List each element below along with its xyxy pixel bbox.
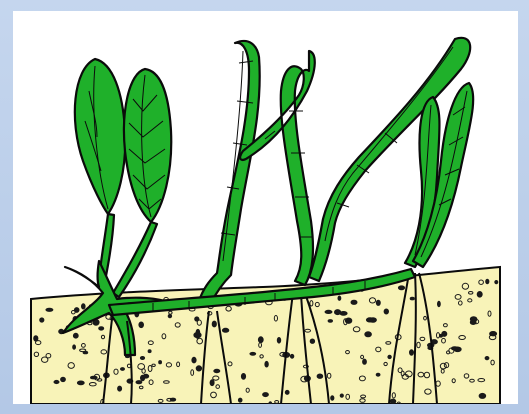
- soil-speck: [121, 368, 125, 371]
- soil-speck: [363, 359, 367, 364]
- soil-speck: [263, 393, 269, 397]
- soil-speck: [340, 312, 347, 316]
- soil-speck: [258, 337, 263, 343]
- soil-speck: [376, 300, 380, 305]
- algae-illustration: [13, 11, 518, 404]
- soil-speck: [345, 318, 351, 323]
- soil-speck: [196, 366, 201, 371]
- soil-speck: [168, 314, 171, 317]
- soil-speck: [73, 345, 76, 349]
- soil-speck: [136, 381, 142, 384]
- soil-speck: [148, 350, 151, 353]
- soil-speck: [269, 402, 272, 404]
- soil-speck: [222, 328, 228, 332]
- soil-speck: [73, 333, 78, 338]
- soil-speck: [195, 317, 199, 321]
- soil-speck: [82, 304, 86, 309]
- soil-speck: [479, 393, 486, 398]
- soil-speck: [410, 350, 414, 355]
- stalk-center-left: [199, 41, 260, 303]
- soil-speck: [54, 380, 59, 383]
- soil-speck: [34, 336, 38, 341]
- soil-speck: [398, 286, 404, 290]
- soil-speck: [140, 357, 144, 360]
- soil-speck: [77, 381, 84, 385]
- soil-speck: [118, 386, 122, 391]
- soil-speck: [495, 281, 498, 284]
- soil-speck: [40, 318, 44, 322]
- soil-speck: [486, 279, 489, 284]
- soil-speck: [328, 320, 332, 323]
- soil-speck: [277, 338, 280, 344]
- soil-speck: [340, 394, 343, 397]
- soil-speck: [265, 361, 268, 367]
- soil-speck: [351, 300, 357, 304]
- soil-speck: [331, 396, 334, 401]
- soil-speck: [366, 318, 373, 322]
- soil-speck: [376, 373, 380, 376]
- illustration-card: [13, 11, 518, 404]
- soil-speck: [285, 390, 289, 394]
- soil-speck: [250, 352, 256, 355]
- leaf-left-2: [124, 69, 171, 222]
- soil-speck: [61, 377, 66, 381]
- soil-speck: [212, 321, 216, 327]
- stalk-left-2: [113, 222, 157, 297]
- soil-speck: [388, 355, 391, 358]
- soil-speck: [438, 301, 441, 306]
- soil-speck: [310, 339, 314, 343]
- soil-speck: [485, 357, 489, 360]
- soil-speck: [159, 361, 162, 364]
- soil-speck: [99, 327, 104, 330]
- soil-speck: [384, 309, 388, 314]
- soil-speck: [338, 296, 341, 300]
- soil-speck: [192, 357, 196, 363]
- soil-speck: [46, 308, 53, 311]
- soil-speck: [490, 332, 497, 336]
- soil-speck: [317, 374, 323, 378]
- soil-speck: [451, 347, 458, 350]
- soil-speck: [214, 369, 220, 372]
- leaf-left-1: [75, 59, 125, 214]
- soil-speck: [241, 374, 245, 380]
- soil-speck: [139, 322, 144, 328]
- soil-speck: [470, 320, 476, 324]
- soil-speck: [290, 354, 293, 358]
- soil-speck: [410, 297, 414, 300]
- soil-speck: [477, 292, 482, 298]
- soil-speck: [194, 332, 201, 337]
- soil-speck: [143, 374, 149, 378]
- soil-speck: [325, 310, 332, 313]
- soil-speck: [390, 399, 396, 403]
- soil-speck: [365, 332, 372, 337]
- soil-speck: [238, 398, 242, 402]
